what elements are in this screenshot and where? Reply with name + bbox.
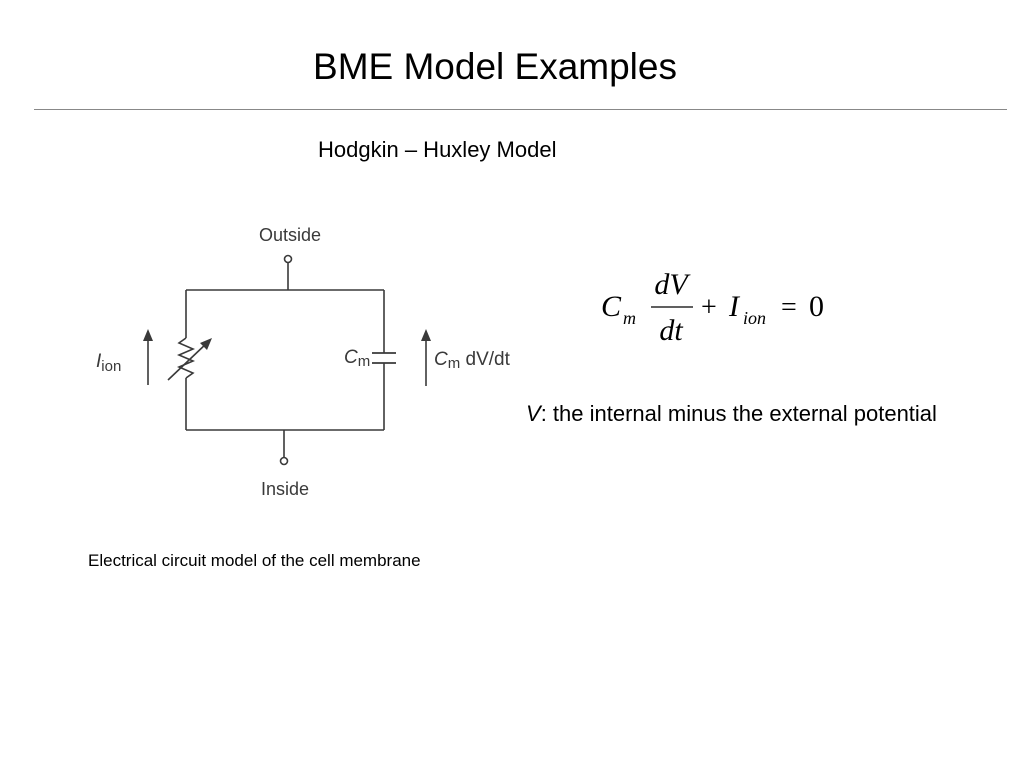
capacitive-current-subscript: m [448,355,461,372]
capacitor-label: Cm [344,347,370,370]
ion-current-label: Iion [96,351,121,375]
capacitance-term: C [601,290,622,323]
inside-terminal [279,456,289,466]
potential-description: : the internal minus the external potent… [540,401,937,426]
capacitive-current-rest: dV/dt [460,349,510,370]
title-divider [34,109,1007,110]
fraction-denominator: dt [659,314,683,347]
slide-subtitle: Hodgkin – Huxley Model [318,137,557,162]
membrane-equation: C m dV dt + I ion = 0 [601,268,824,347]
ion-current-term-subscript: ion [743,308,766,328]
capacitor-subscript: m [358,353,371,370]
ion-current-arrow-head [143,329,153,341]
capacitor-symbol: C [344,347,358,368]
potential-definition: V: the internal minus the external poten… [526,400,937,428]
capacitive-current-symbol: C [434,349,448,370]
plus-sign: + [701,292,717,323]
ion-current-subscript: ion [101,358,121,375]
circuit-diagram: Outside Iion Cm Cm dV/dt Inside [96,225,511,499]
capacitive-current-label: Cm dV/dt [434,349,511,372]
resistor-variable-arrow [167,341,209,381]
equals-sign: = [781,292,797,323]
outside-label: Outside [259,225,321,245]
capacitive-current-arrow-head [421,329,431,341]
figure-caption: Electrical circuit model of the cell mem… [88,551,421,570]
capacitance-subscript: m [623,308,636,328]
resistor-arrow-head [200,338,212,350]
ion-current-symbol: I [96,351,102,372]
potential-variable: V [526,401,541,426]
ion-current-term: I [728,290,741,323]
variable-resistor [176,337,196,379]
outside-terminal [283,254,293,264]
inside-label: Inside [261,479,309,499]
fraction-numerator: dV [654,268,691,301]
rhs-zero: 0 [809,290,824,323]
slide-title: BME Model Examples [313,46,677,87]
